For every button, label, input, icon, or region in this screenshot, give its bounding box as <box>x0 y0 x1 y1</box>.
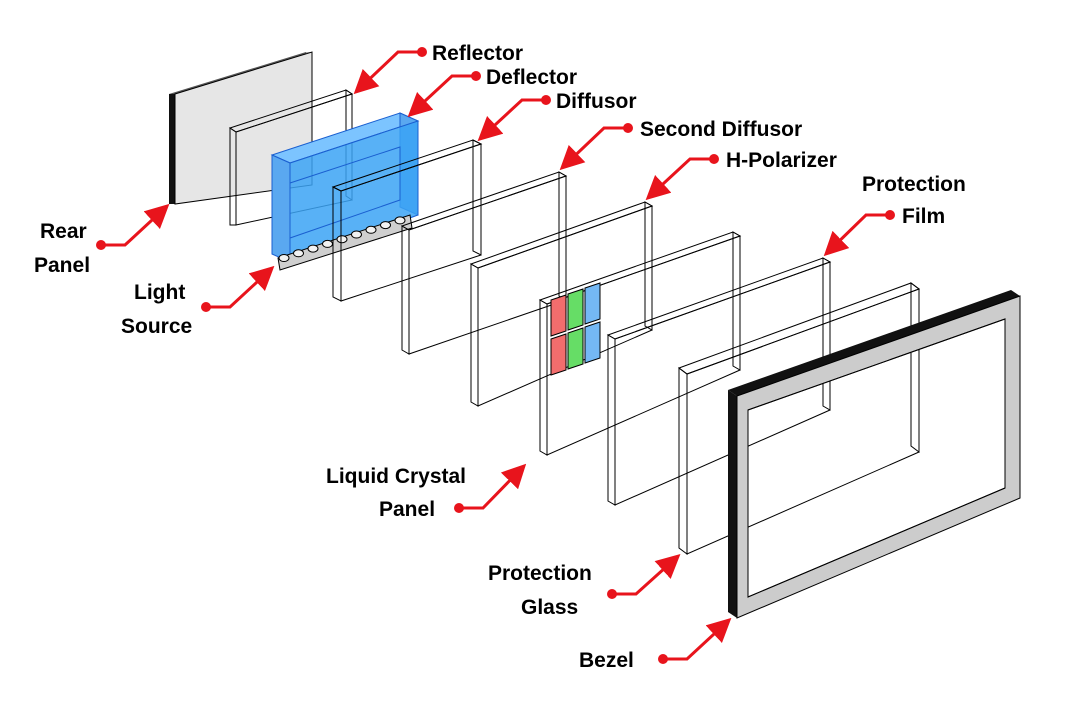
led-bulb <box>365 225 377 234</box>
led-bulb <box>307 244 319 253</box>
label-rear-panel-line2: Panel <box>34 254 90 277</box>
label-protection-glass-line2: Glass <box>521 596 578 619</box>
led-bulb <box>394 216 406 225</box>
label-rear-panel-line1: Rear <box>40 220 87 243</box>
led-bulb <box>351 230 362 239</box>
arrow-light-source <box>201 265 275 312</box>
h-polarizer-layer <box>469 201 654 407</box>
arrow-reflector <box>353 47 427 95</box>
labels: Reflector Deflector Diffusor Second Diff… <box>34 42 966 672</box>
label-protection-glass-line1: Protection <box>488 562 592 585</box>
label-liquid-crystal-line1: Liquid Crystal <box>326 465 466 488</box>
arrow-protection-film <box>823 210 895 257</box>
bezel-frame <box>728 290 1021 619</box>
arrow-second-diffusor <box>559 123 633 171</box>
label-light-source-line2: Source <box>121 315 192 338</box>
rgb-subpixels <box>550 282 601 376</box>
second-diffusor-layer <box>400 171 568 355</box>
label-diffusor: Diffusor <box>556 90 637 113</box>
led-bulb <box>336 235 348 244</box>
led-bulb <box>322 239 333 248</box>
arrow-liquid-crystal <box>454 463 527 513</box>
label-protection-film-line2: Film <box>902 205 945 228</box>
callout-arrows <box>96 47 895 664</box>
label-protection-film-line1: Protection <box>862 173 966 196</box>
arrow-rear-panel <box>96 203 170 250</box>
label-liquid-crystal-line2: Panel <box>379 498 435 521</box>
led-bulb <box>380 221 391 230</box>
diffusor-layer <box>331 139 483 302</box>
label-h-polarizer: H-Polarizer <box>726 149 837 172</box>
arrow-diffusor <box>477 95 551 142</box>
led-bulb <box>293 249 304 258</box>
label-light-source-line1: Light <box>134 281 185 304</box>
liquid-crystal-panel-layer <box>538 231 742 456</box>
label-second-diffusor: Second Diffusor <box>640 118 802 141</box>
arrow-bezel <box>658 617 732 664</box>
arrow-protection-glass <box>607 553 681 599</box>
label-deflector: Deflector <box>486 66 577 89</box>
led-bulb <box>278 254 290 262</box>
label-bezel: Bezel <box>579 649 634 672</box>
light-source <box>277 214 413 271</box>
arrow-h-polarizer <box>645 154 719 201</box>
protection-glass-layer <box>677 282 921 555</box>
arrow-deflector <box>407 71 481 118</box>
label-reflector: Reflector <box>432 42 523 65</box>
